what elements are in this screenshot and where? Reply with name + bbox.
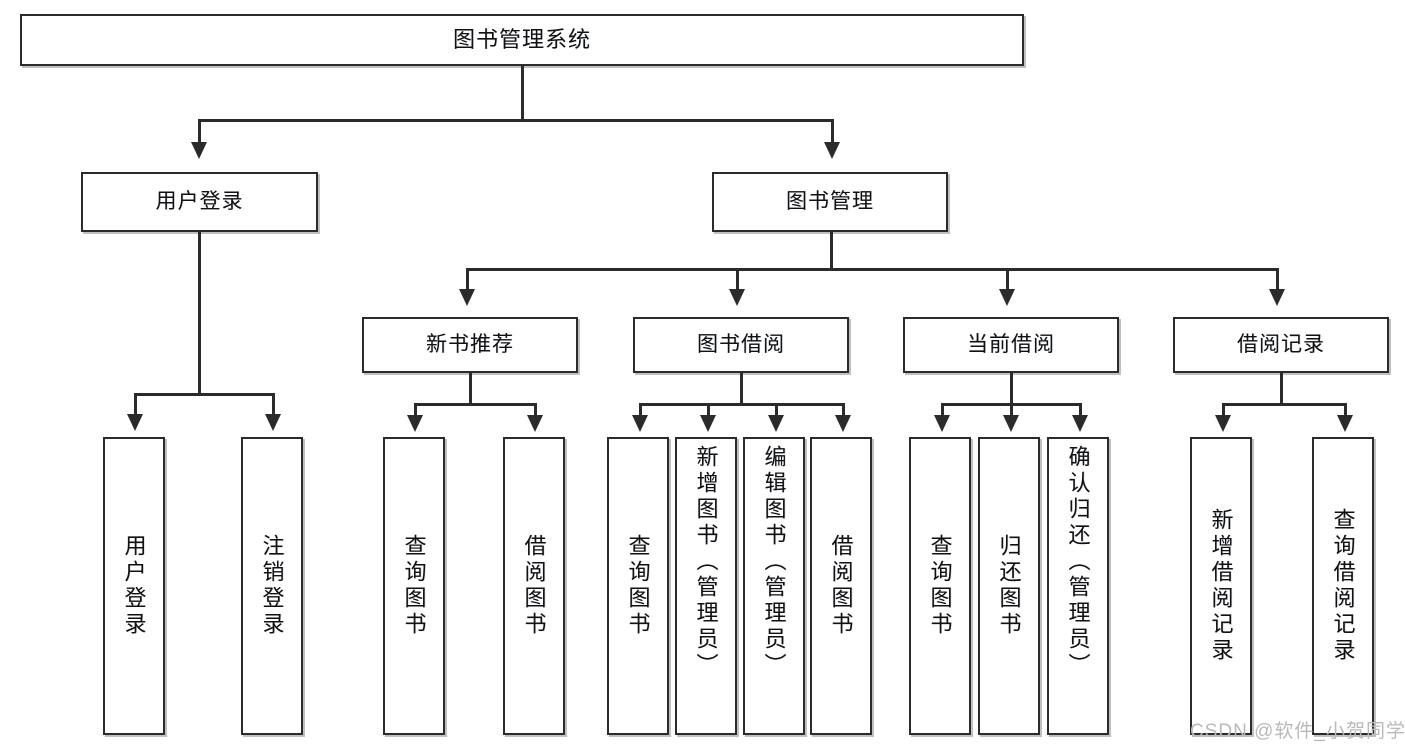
leaf-label: 借阅图书: [828, 534, 854, 638]
connector-user-login-drop-2: [272, 393, 275, 416]
connector-new-book-stem: [469, 373, 472, 405]
leaf-confirm-return-admin[interactable]: 确认归还（管理员）: [1047, 437, 1109, 735]
connector-current-borrow-drop-1: [941, 403, 944, 417]
connector-current-borrow-drop-3: [1079, 403, 1082, 417]
connector-borrow-record-stem: [1280, 373, 1283, 405]
arrowhead-current-borrow-leaf-3: [1072, 415, 1088, 432]
connector-new-book-bus: [414, 403, 536, 406]
leaf-label: 查询借阅记录: [1330, 508, 1356, 664]
connector-book-management-stem: [830, 232, 833, 270]
arrowhead-book-borrow-leaf-2: [700, 415, 716, 432]
node-borrow-record[interactable]: 借阅记录: [1173, 317, 1389, 373]
connector-root-drop-1: [198, 119, 201, 144]
leaf-label: 新增借阅记录: [1208, 508, 1234, 664]
connector-book-borrow-drop-3: [775, 403, 778, 417]
leaf-borrow-book[interactable]: 借阅图书: [810, 437, 872, 735]
leaf-label: 查询图书: [625, 534, 651, 638]
arrowhead-book-borrow-leaf-1: [632, 415, 648, 432]
node-label: 图书管理: [786, 189, 874, 213]
arrowhead-new-book-leaf-2: [527, 415, 543, 432]
leaf-label: 查询图书: [401, 534, 427, 638]
connector-current-borrow-stem: [1010, 373, 1013, 405]
leaf-label: 查询图书: [927, 534, 953, 638]
connector-root-stem: [521, 66, 524, 120]
connector-book-borrow-drop-2: [707, 403, 710, 417]
connector-root-bus: [198, 119, 833, 122]
leaf-query-book-borrow[interactable]: 查询图书: [607, 437, 669, 735]
watermark-text: CSDN @软件_小贺同学: [1190, 721, 1405, 742]
node-current-borrow[interactable]: 当前借阅: [903, 317, 1119, 373]
connector-new-book-drop-2: [534, 403, 537, 417]
connector-level3-drop-1: [466, 268, 469, 291]
arrowhead-to-borrow-record: [1269, 289, 1285, 306]
connector-book-borrow-drop-4: [842, 403, 845, 417]
arrowhead-user-login-leaf-1: [127, 414, 143, 431]
node-label: 图书借阅: [697, 332, 785, 356]
node-label: 图书管理系统: [452, 27, 591, 53]
leaf-add-borrow-record[interactable]: 新增借阅记录: [1190, 437, 1252, 735]
leaf-label: 确认归还（管理员）: [1065, 445, 1091, 679]
connector-level3-drop-4: [1276, 268, 1279, 291]
connector-borrow-record-drop-1: [1222, 403, 1225, 417]
arrowhead-user-login-leaf-2: [265, 414, 281, 431]
arrowhead-borrow-record-leaf-2: [1337, 415, 1353, 432]
node-book-borrow[interactable]: 图书借阅: [633, 317, 849, 373]
arrowhead-current-borrow-leaf-1: [934, 415, 950, 432]
arrowhead-borrow-record-leaf-1: [1215, 415, 1231, 432]
leaf-label: 用户登录: [121, 534, 147, 638]
node-label: 借阅记录: [1237, 332, 1325, 356]
arrowhead-new-book-leaf-1: [407, 415, 423, 432]
connector-book-borrow-stem: [740, 373, 743, 405]
connector-level3-bus: [466, 268, 1278, 271]
arrowhead-book-borrow-leaf-3: [768, 415, 784, 432]
connector-root-drop-2: [831, 119, 834, 144]
connector-borrow-record-drop-2: [1344, 403, 1347, 417]
leaf-query-book-recommend[interactable]: 查询图书: [383, 437, 445, 735]
node-user-login[interactable]: 用户登录: [81, 172, 318, 232]
node-label: 当前借阅: [967, 332, 1055, 356]
arrowhead-to-book-management: [824, 142, 840, 159]
arrowhead-current-borrow-leaf-2: [1003, 415, 1019, 432]
leaf-label: 编辑图书（管理员）: [761, 445, 787, 679]
connector-book-borrow-bus: [639, 403, 844, 406]
leaf-logout[interactable]: 注销登录: [241, 437, 303, 735]
arrowhead-book-borrow-leaf-4: [835, 415, 851, 432]
connector-user-login-bus: [134, 393, 274, 396]
connector-current-borrow-drop-2: [1010, 403, 1013, 417]
leaf-query-book-current[interactable]: 查询图书: [909, 437, 971, 735]
node-label: 用户登录: [155, 189, 244, 213]
leaf-label: 借阅图书: [521, 534, 547, 638]
connector-level3-drop-3: [1006, 268, 1009, 291]
connector-new-book-drop-1: [414, 403, 417, 417]
leaf-label: 归还图书: [996, 534, 1022, 638]
leaf-borrow-book-recommend[interactable]: 借阅图书: [503, 437, 565, 735]
connector-user-login-stem: [198, 232, 201, 395]
arrowhead-to-user-login: [191, 142, 207, 159]
leaf-label: 新增图书（管理员）: [693, 445, 719, 679]
arrowhead-to-new-book-recommend: [459, 289, 475, 306]
node-root-book-management-system[interactable]: 图书管理系统: [20, 14, 1024, 66]
connector-book-borrow-drop-1: [639, 403, 642, 417]
arrowhead-to-book-borrow: [729, 289, 745, 306]
arrowhead-to-current-borrow: [999, 289, 1015, 306]
connector-borrow-record-bus: [1222, 403, 1346, 406]
connector-user-login-drop-1: [134, 393, 137, 416]
leaf-return-book[interactable]: 归还图书: [978, 437, 1040, 735]
node-book-management[interactable]: 图书管理: [712, 172, 948, 232]
leaf-add-book-admin[interactable]: 新增图书（管理员）: [675, 437, 737, 735]
leaf-label: 注销登录: [259, 534, 285, 638]
leaf-edit-book-admin[interactable]: 编辑图书（管理员）: [743, 437, 805, 735]
leaf-user-login[interactable]: 用户登录: [103, 437, 165, 735]
leaf-query-borrow-record[interactable]: 查询借阅记录: [1312, 437, 1374, 735]
node-label: 新书推荐: [426, 332, 514, 356]
node-new-book-recommend[interactable]: 新书推荐: [362, 317, 578, 373]
connector-level3-drop-2: [736, 268, 739, 291]
